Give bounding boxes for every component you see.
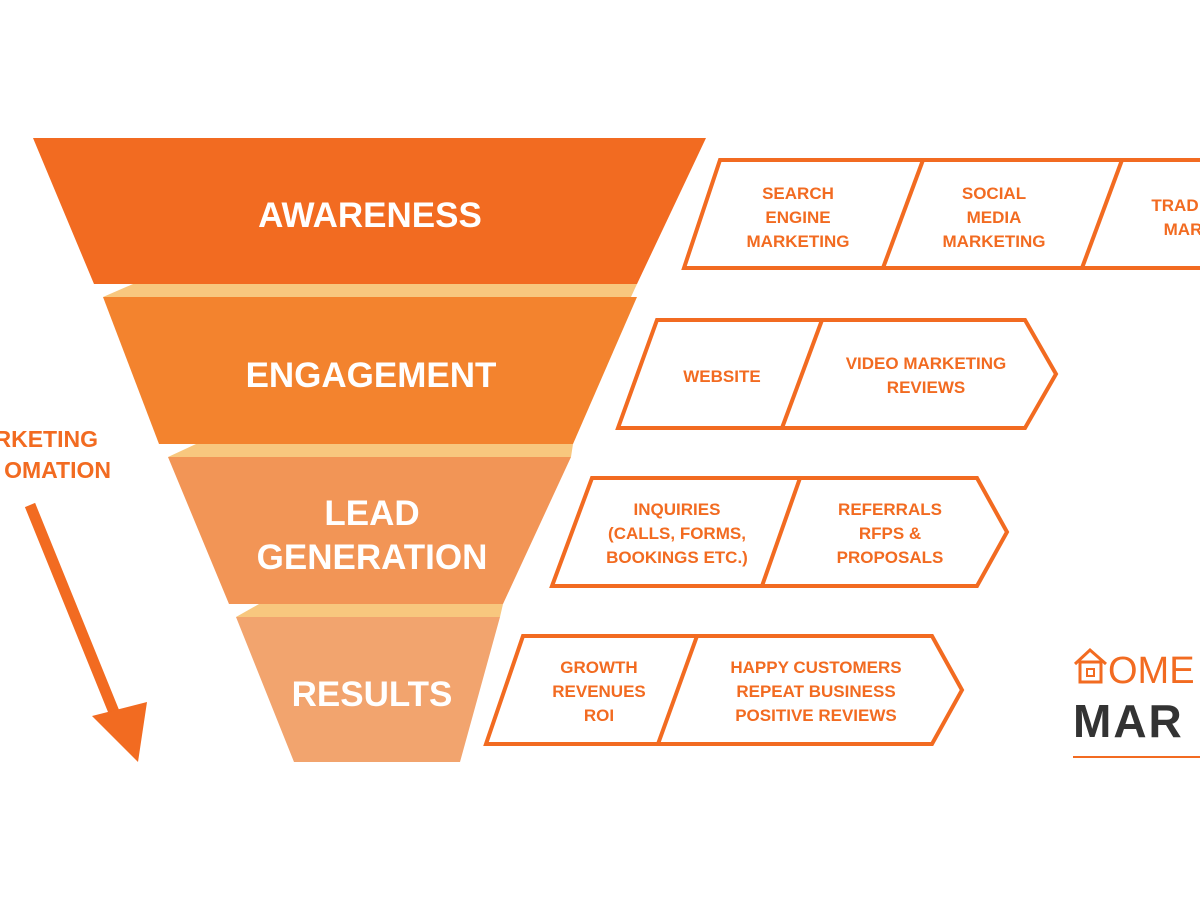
box-line: REVENUES — [552, 682, 646, 701]
channel-box-outline — [615, 318, 1059, 430]
box-line: BOOKINGS ETC.) — [606, 548, 748, 567]
box-line: SEARCH — [762, 184, 834, 203]
box-line: POSITIVE REVIEWS — [735, 706, 897, 725]
house-icon — [1073, 647, 1107, 684]
funnel-connectors — [103, 284, 637, 617]
funnel-label-lead: LEAD — [324, 494, 419, 533]
box-line: MEDIA — [967, 208, 1022, 227]
channel-box-inquiries: INQUIRIES (CALLS, FORMS, BOOKINGS ETC.) — [606, 500, 748, 567]
channel-box-divider — [760, 477, 802, 587]
box-line: PROPOSALS — [837, 548, 944, 567]
arrow-down-right-icon — [24, 502, 147, 762]
funnel-label-engagement: ENGAGEMENT — [246, 356, 497, 395]
side-label-line-1: RKETING — [0, 426, 98, 452]
channel-row-results: GROWTH REVENUES ROI HAPPY CUSTOMERS REPE… — [483, 634, 965, 746]
channel-row-awareness: SEARCH ENGINE MARKETING SOCIAL MEDIA MAR… — [681, 158, 1200, 270]
funnel-label-awareness: AWARENESS — [258, 196, 482, 235]
funnel-stage-engagement: ENGAGEMENT — [103, 297, 637, 444]
channel-box-video-marketing-reviews: VIDEO MARKETING REVIEWS — [846, 354, 1007, 397]
channel-box-divider — [881, 159, 925, 269]
funnel-stage-results: RESULTS — [236, 617, 500, 762]
box-line: VIDEO MARKETING — [846, 354, 1007, 373]
funnel-label-results: RESULTS — [292, 675, 453, 714]
logo-bottom-text: MAR — [1073, 695, 1184, 747]
channel-box-divider — [656, 635, 699, 745]
side-label-line-2: OMATION — [4, 457, 111, 483]
logo-top-text: OME — [1108, 650, 1195, 692]
box-line: MARKETING — [747, 232, 850, 251]
box-line: MARKETING — [943, 232, 1046, 251]
channel-box-happy-customers: HAPPY CUSTOMERS REPEAT BUSINESS POSITIVE… — [730, 658, 901, 725]
box-line: REVIEWS — [887, 378, 965, 397]
funnel-stage-lead-generation: LEAD GENERATION — [168, 457, 571, 604]
marketing-automation-label: RKETING OMATION — [0, 426, 147, 762]
channel-box-growth: GROWTH REVENUES ROI — [552, 658, 646, 725]
box-line: ENGINE — [765, 208, 830, 227]
channel-box-referrals: REFERRALS RFPS & PROPOSALS — [837, 500, 944, 567]
company-logo: OME MAR — [1073, 647, 1200, 758]
connector-1 — [103, 284, 637, 297]
channel-box-outline — [483, 634, 965, 746]
box-line: REFERRALS — [838, 500, 942, 519]
box-line: WEBSITE — [683, 367, 760, 386]
channel-box-divider — [780, 319, 824, 429]
box-line: REPEAT BUSINESS — [736, 682, 895, 701]
box-line: RFPS & — [859, 524, 921, 543]
funnel-stage-awareness: AWARENESS — [33, 138, 706, 284]
box-line: HAPPY CUSTOMERS — [730, 658, 901, 677]
channel-box-outline — [681, 158, 1200, 270]
channel-row-lead-generation: INQUIRIES (CALLS, FORMS, BOOKINGS ETC.) … — [549, 476, 1010, 588]
channel-box-social-media-marketing: SOCIAL MEDIA MARKETING — [943, 184, 1046, 251]
box-line: ROI — [584, 706, 614, 725]
channel-row-engagement: WEBSITE VIDEO MARKETING REVIEWS — [615, 318, 1059, 430]
box-line: GROWTH — [560, 658, 637, 677]
channel-box-divider — [1080, 159, 1124, 269]
box-line: MAR — [1164, 220, 1200, 239]
funnel-label-generation: GENERATION — [257, 538, 488, 577]
connector-2 — [168, 444, 573, 457]
channel-box-trade-marketing: TRAD MAR — [1151, 196, 1200, 239]
connector-3 — [236, 604, 503, 617]
box-line: SOCIAL — [962, 184, 1026, 203]
channel-box-website: WEBSITE — [683, 367, 760, 386]
box-line: INQUIRIES — [634, 500, 721, 519]
box-line: (CALLS, FORMS, — [608, 524, 746, 543]
box-line: TRAD — [1151, 196, 1198, 215]
funnel-stages: AWARENESS ENGAGEMENT LEAD GENERATION RES… — [33, 138, 706, 762]
channel-box-search-engine-marketing: SEARCH ENGINE MARKETING — [747, 184, 850, 251]
